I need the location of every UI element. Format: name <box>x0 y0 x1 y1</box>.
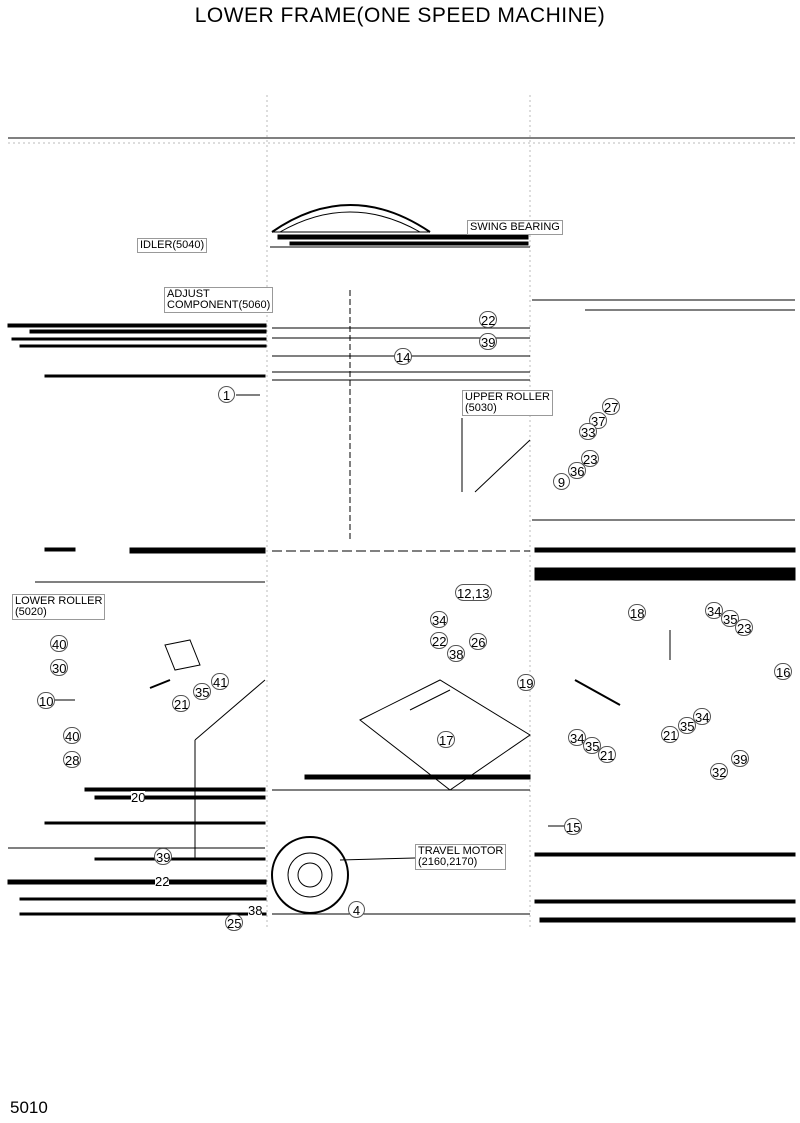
callout-10: 10 <box>37 692 56 709</box>
callout-36: 36 <box>568 462 587 479</box>
callout-26: 26 <box>469 633 488 650</box>
callout-40: 40 <box>50 635 69 652</box>
callout-35: 35 <box>193 683 212 700</box>
callout-14: 14 <box>394 348 413 365</box>
callout-39: 39 <box>479 333 498 350</box>
callout-17: 17 <box>437 731 456 748</box>
callout-12-13: 12,13 <box>455 584 492 601</box>
callout-38: 38 <box>248 903 263 918</box>
callout-18: 18 <box>628 604 647 621</box>
callout-41: 41 <box>211 673 230 690</box>
callout-33: 33 <box>579 423 598 440</box>
callout-34: 34 <box>430 611 449 628</box>
callout-40: 40 <box>63 727 82 744</box>
callout-35: 35 <box>678 717 697 734</box>
callout-34: 34 <box>693 708 712 725</box>
callout-22: 22 <box>155 874 170 889</box>
callout-20: 20 <box>131 790 146 805</box>
lower-roller-label: LOWER ROLLER (5020) <box>12 594 106 620</box>
callout-27: 27 <box>602 398 621 415</box>
upper-roller-label: UPPER ROLLER (5030) <box>462 390 553 416</box>
swing-bearing-label: SWING BEARING <box>467 220 563 235</box>
callout-34: 34 <box>705 602 724 619</box>
callout-23: 23 <box>735 619 754 636</box>
callout-23: 23 <box>581 450 600 467</box>
callout-19: 19 <box>517 674 536 691</box>
page-number: 5010 <box>10 1098 48 1117</box>
callout-34: 34 <box>568 729 587 746</box>
callout-38: 38 <box>447 645 466 662</box>
callout-28: 28 <box>63 751 82 768</box>
callout-9: 9 <box>553 473 570 490</box>
callout-39: 39 <box>731 750 750 767</box>
callout-21: 21 <box>172 695 191 712</box>
page-title: LOWER FRAME(ONE SPEED MACHINE) <box>194 4 606 27</box>
adjust-component-label: ADJUST COMPONENT(5060) <box>164 287 274 313</box>
callout-32: 32 <box>710 763 729 780</box>
callout-35: 35 <box>583 737 602 754</box>
callout-30: 30 <box>50 659 69 676</box>
callout-16: 16 <box>774 663 793 680</box>
callout-39: 39 <box>154 848 173 865</box>
callout-25: 25 <box>225 914 244 931</box>
callout-21: 21 <box>598 746 617 763</box>
callout-35: 35 <box>721 610 740 627</box>
callout-22: 22 <box>430 632 449 649</box>
callout-15: 15 <box>564 818 583 835</box>
callout-21: 21 <box>661 726 680 743</box>
callout-4: 4 <box>348 901 365 918</box>
travel-motor-label: TRAVEL MOTOR (2160,2170) <box>415 844 507 870</box>
callout-22: 22 <box>479 311 498 328</box>
callout-1: 1 <box>218 386 235 403</box>
idler-label: IDLER(5040) <box>137 238 208 253</box>
